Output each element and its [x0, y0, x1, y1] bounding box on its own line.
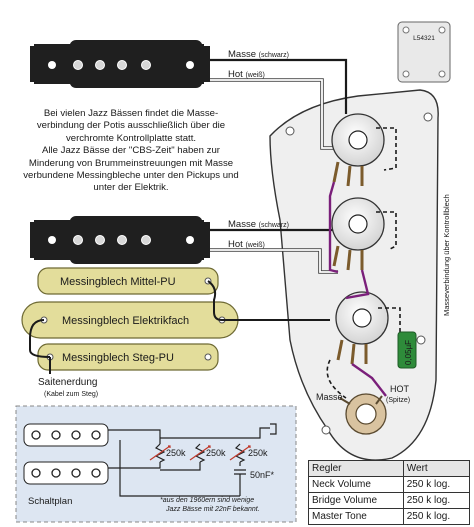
schematic-footnote-1: *aus den 1960ern sind wenige — [160, 497, 254, 504]
brass-plate-mid: Messingblech Mittel-PU — [37, 267, 219, 295]
jack-ground-wire — [326, 359, 347, 399]
purple-wire — [328, 181, 339, 274]
control-plate — [269, 89, 439, 461]
bridge-hot-wire — [210, 249, 338, 273]
jack-ground-label: Masse — [316, 392, 343, 402]
output-jack — [339, 393, 387, 435]
info-note: Bei vielen Jazz Bässen findet die Masse-… — [22, 108, 240, 195]
bridge-pickup — [30, 216, 210, 264]
table-cell: 250 k log. — [402, 492, 471, 509]
table-header: Regler — [308, 460, 404, 477]
schematic-footnote-2: Jazz Bässe mit 22nF bekannt. — [165, 506, 260, 513]
table-cell: Neck Volume — [308, 476, 404, 493]
plate-screw — [416, 335, 426, 345]
jack-hot-sub: (Spitze) — [386, 397, 410, 404]
neck-plate: L54321 — [397, 21, 451, 83]
neck-ground-wire — [210, 58, 348, 114]
pot-master-tone — [335, 291, 389, 365]
table-cell: 250 k log. — [402, 476, 471, 493]
table-row: Neck Volume 250 k log. — [308, 476, 471, 493]
table-row: Bridge Volume 250 k log. — [308, 492, 471, 509]
neck-ground-label: Masse (schwarz) — [228, 49, 289, 60]
plate-screw — [321, 425, 331, 435]
pot-values-table: Regler Wert Neck Volume 250 k log. Bridg… — [308, 460, 471, 525]
purple-wire — [345, 269, 370, 300]
capacitor-label: 0,05µF — [404, 340, 413, 365]
purple-wire — [351, 363, 387, 397]
plate-screw — [423, 112, 433, 122]
side-note: Masseverbindung über Kontrollblech — [442, 194, 451, 316]
string-ground-sub: (Kabel zum Steg) — [44, 391, 98, 398]
schematic-pot2-label: 250k — [206, 448, 226, 458]
pot-bridge-volume — [331, 197, 385, 271]
schematic-title: Schaltplan — [28, 496, 72, 507]
schematic-cap-label: 50nF* — [250, 470, 275, 480]
brass-plate-cavity-label: Messingblech Elektrikfach — [62, 315, 189, 327]
table-cell: 250 k log. — [402, 508, 471, 525]
plate-link-wire — [29, 319, 51, 358]
brass-plate-bridge: Messingblech Steg-PU — [37, 343, 219, 371]
capacitor: 0,05µF — [397, 331, 417, 369]
schematic-pot1-label: 250k — [166, 448, 186, 458]
brass-plate-bridge-label: Messingblech Steg-PU — [62, 352, 174, 364]
schematic-pot3-label: 250k — [248, 448, 268, 458]
plate-link-wire — [207, 280, 223, 321]
bridge-ground-label: Masse (schwarz) — [228, 219, 289, 230]
neck-hot-wire — [210, 79, 340, 149]
bridge-hot-label: Hot (weiß) — [228, 239, 265, 250]
bridge-hot-wire-outline — [210, 248, 338, 274]
table-header: Wert — [402, 460, 471, 477]
neck-pickup — [30, 40, 210, 88]
brass-plate-cavity: Messingblech Elektrikfach — [21, 301, 239, 339]
info-note-line1: Bei vielen Jazz Bässen findet die Masse-… — [36, 108, 226, 144]
table-header-row: Regler Wert — [308, 460, 471, 477]
schematic-panel: 250k 250k 250k 50nF* Schaltplan *aus den… — [15, 405, 297, 523]
neck-hot-label: Hot (weiß) — [228, 69, 265, 80]
info-note-line2: Alle Jazz Bässe der "CBS-Zeit" haben zur… — [23, 145, 239, 194]
table-row: Master Tone 250 k log. — [308, 508, 471, 525]
brass-plate-mid-label: Messingblech Mittel-PU — [60, 276, 176, 288]
table-cell: Master Tone — [308, 508, 404, 525]
neck-plate-serial: L54321 — [413, 35, 435, 42]
plate-screw — [285, 126, 295, 136]
table-cell: Bridge Volume — [308, 492, 404, 509]
string-ground-label: Saitenerdung — [38, 377, 98, 388]
jack-hot-label: HOT — [390, 384, 410, 394]
pot-neck-volume — [331, 113, 385, 187]
